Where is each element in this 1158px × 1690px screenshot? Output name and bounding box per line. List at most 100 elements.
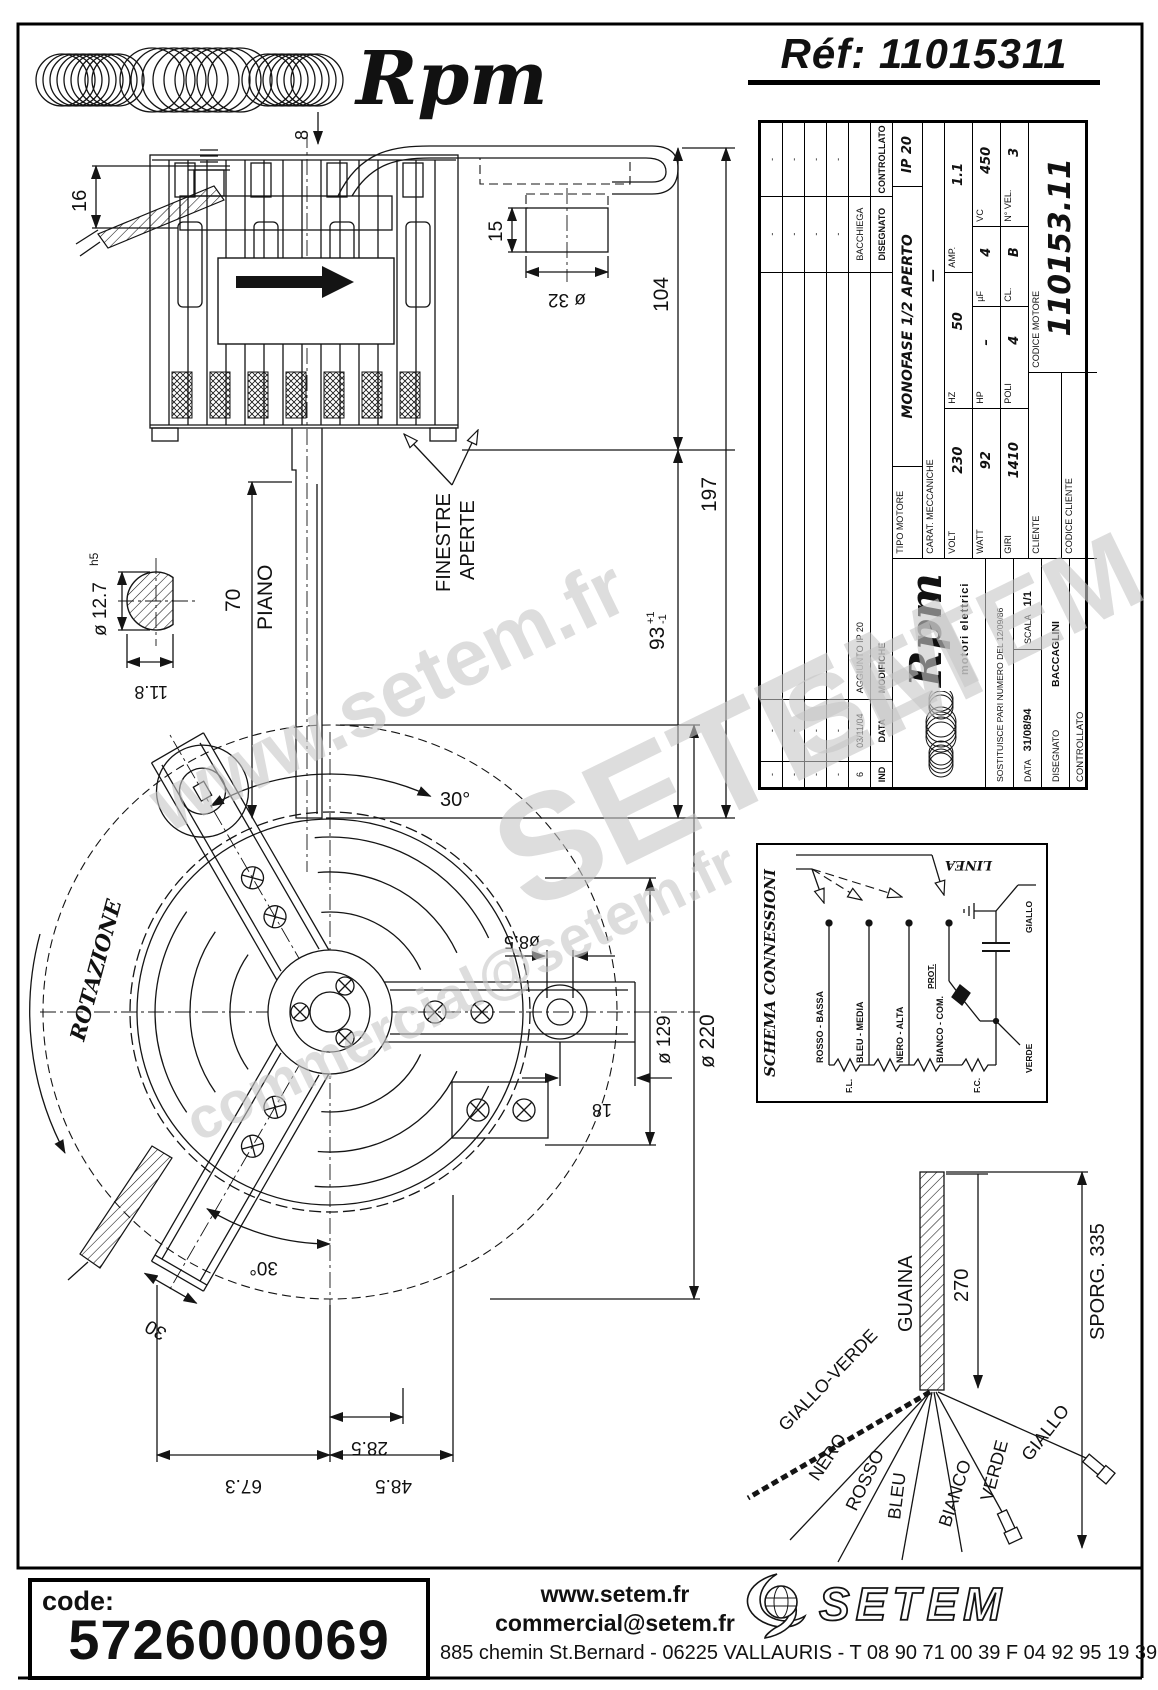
rev-ind: - xyxy=(761,761,782,787)
code-box: code: 5726000069 xyxy=(28,1578,430,1680)
dim-right-chain: 104 93 +1 -1 197 xyxy=(326,147,735,819)
rev-ind: - xyxy=(805,761,826,787)
dim-70-piano: 70 PIANO xyxy=(222,481,292,819)
revision-header-row: IND DATA MODIFICHE DISEGNATO CONTROLLATO xyxy=(871,123,893,787)
vel-label: N° VEL. xyxy=(1003,189,1013,222)
schema-verde-label: VERDE xyxy=(1024,1043,1034,1073)
revision-row: - - - - xyxy=(761,123,783,787)
schema-giallo-label: GIALLO xyxy=(1024,901,1034,933)
dim-127-h5: h5 xyxy=(87,552,101,566)
schema-wire-rosso: ROSSO - BASSA xyxy=(815,990,825,1063)
codice-cliente-label: CODICE CLIENTE xyxy=(1064,478,1074,554)
rotazione-label: ROTAZIONE xyxy=(64,896,126,1045)
cl-label: CL. xyxy=(1003,287,1013,302)
dim-15-label: 15 xyxy=(486,221,507,242)
sporg-label: SPORG. 335 xyxy=(1087,1223,1109,1340)
rev-header-disegnato: DISEGNATO xyxy=(871,195,892,272)
scala-value: 1/1 xyxy=(1021,591,1034,607)
revision-row: - - - - xyxy=(783,123,805,787)
wire-giallo-label: GIALLO xyxy=(1017,1401,1073,1465)
titleblock-rpm-text: Rpm xyxy=(901,573,952,687)
cl-value: B xyxy=(1001,225,1028,278)
rev-header-modifiche: MODIFICHE xyxy=(871,271,892,700)
dim-15: 15 xyxy=(486,207,528,253)
hp-label: HP xyxy=(975,391,985,404)
dim-8: 8 xyxy=(292,112,323,145)
dim-32-label: ø 32 xyxy=(548,289,586,310)
cliente-label: CLIENTE xyxy=(1029,372,1062,558)
dim-93-tol-plus: +1 xyxy=(645,611,657,624)
dim-85: ø8.5 xyxy=(504,932,615,998)
data-label: DATA xyxy=(1022,759,1033,782)
dim-30-label: 30 xyxy=(142,1315,171,1344)
footer-contact: www.setem.fr commercial@setem.fr xyxy=(455,1580,775,1638)
amp-label: AMP. xyxy=(947,246,957,268)
uf-value: 4 xyxy=(973,225,1000,278)
rev-dis: BACCHIEGA xyxy=(849,195,870,272)
code-label: code: xyxy=(42,1586,115,1616)
title-block: - - - - - - - - - - - - - - - - 6 xyxy=(758,120,1097,790)
titleblock-logo-cell: Rpm motori elettrici xyxy=(893,558,986,787)
schema-fc-label: F.C. xyxy=(972,1078,982,1093)
rpm-logo-text: Rpm xyxy=(354,36,548,122)
schema-wire-bleu: BLEU - MEDIA xyxy=(855,1001,865,1063)
volt-label: VOLT xyxy=(947,530,957,554)
direction-arrow-box xyxy=(217,257,395,345)
hz-label: HZ xyxy=(947,391,957,404)
schema-fl-label: F.L. xyxy=(844,1079,854,1093)
tipo-motore-label: TIPO MOTORE xyxy=(893,465,922,558)
dim-93-label: 93 xyxy=(646,627,669,650)
setem-logo: SETEM xyxy=(746,1573,1007,1639)
dim-93-tol-minus: -1 xyxy=(657,614,669,624)
rev-ind: - xyxy=(783,761,804,787)
shaft xyxy=(291,428,323,819)
amp-value: 1.1 xyxy=(951,162,966,186)
vel-value: 3 xyxy=(1007,147,1022,157)
dim-118-label: 11.8 xyxy=(134,682,168,702)
dim-30deg-top: 30° xyxy=(210,773,470,811)
schema-diagram: ROSSO - BASSA BLEU - MEDIA NERO - ALTA B… xyxy=(796,854,1036,1093)
dim-104-label: 104 xyxy=(650,277,673,312)
disegnato-value: BACCAGLINI xyxy=(1049,621,1062,687)
wire-bianco-label: BIANCO xyxy=(935,1457,975,1529)
shaft-section-detail: ø 12.7 h5 11.8 xyxy=(87,552,198,702)
hp-value: – xyxy=(973,305,1000,378)
setem-logo-text: SETEM xyxy=(819,1578,1007,1630)
guaina-label: GUAINA xyxy=(895,1255,917,1332)
finestre-aperte-callout: FINESTRE APERTE xyxy=(404,430,479,592)
carat-label: CARAT. MECCANICHE xyxy=(925,459,935,554)
piano-label: PIANO xyxy=(254,565,277,630)
dim-285-label: 28.5 xyxy=(351,1437,388,1458)
rev-con xyxy=(849,123,870,196)
rev-con: - xyxy=(810,157,821,161)
revision-row: - - - - xyxy=(827,123,849,787)
carat-value: — xyxy=(926,268,941,282)
dim-30deg-bottom-label: 30° xyxy=(249,1257,278,1278)
bracket-plate xyxy=(451,1081,549,1139)
dim-673-label: 67.3 xyxy=(225,1475,262,1496)
ip-rating: IP 20 xyxy=(893,123,922,187)
rev-data: - xyxy=(827,699,848,762)
dim-70-label: 70 xyxy=(222,589,245,612)
schema-prot-label: PROT. xyxy=(926,964,936,989)
schema-title: SCHEMA CONNESSIONI xyxy=(761,869,779,1077)
rev-con: - xyxy=(788,157,799,161)
volt-value: 230 xyxy=(945,407,972,512)
wire-rosso-label: ROSSO xyxy=(842,1447,888,1514)
dim-18: 18 xyxy=(522,1042,672,1120)
dim-30deg-top-label: 30° xyxy=(440,789,470,811)
rev-data: - xyxy=(805,699,826,762)
dim-127-label: ø 12.7 xyxy=(90,582,111,636)
dim-220-label: ø 220 xyxy=(696,1014,719,1068)
titleblock-rpm-sub: motori elettrici xyxy=(959,582,971,675)
rev-data: 03/11/04 xyxy=(849,699,870,762)
data-value: 31/08/94 xyxy=(1021,708,1034,752)
dim-32: ø 32 xyxy=(525,256,609,310)
rev-mod xyxy=(761,271,782,700)
tipo-motore-value: MONOFASE 1/2 APERTO xyxy=(899,234,916,419)
dim-30deg-bottom: 30° xyxy=(206,1208,331,1278)
schema-wire-bianco: BIANCO - COM. xyxy=(935,996,945,1063)
dim-220: ø 220 xyxy=(340,724,719,1300)
rev-con: - xyxy=(766,157,777,161)
